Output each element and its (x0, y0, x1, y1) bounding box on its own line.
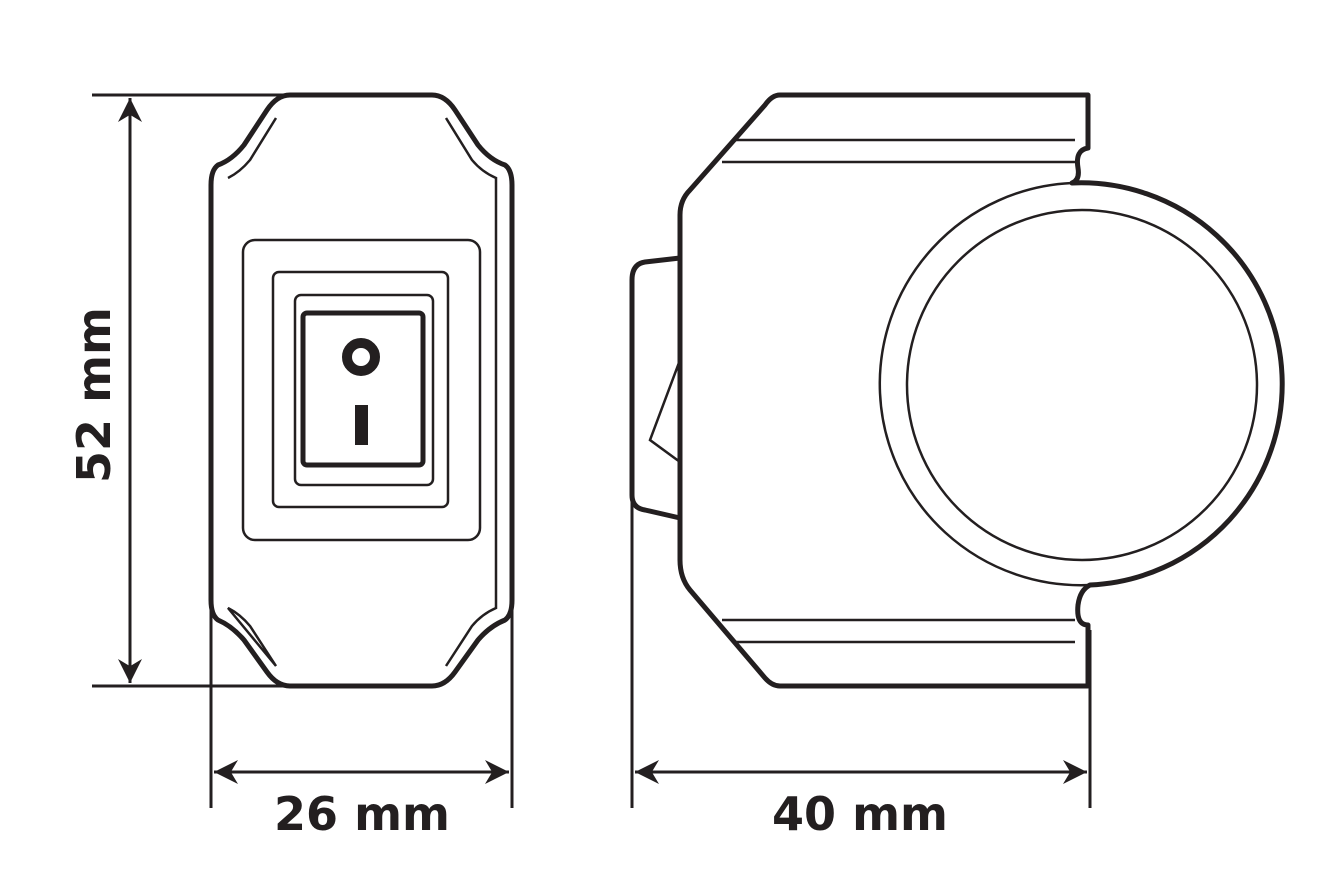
depth-label: 40 mm (772, 787, 948, 841)
width-dimension: 26 mm (209, 600, 514, 841)
width-label: 26 mm (274, 787, 450, 841)
height-dimension: 52 mm (67, 93, 290, 688)
depth-dimension: 40 mm (630, 500, 1092, 841)
height-label: 52 mm (67, 307, 121, 483)
on-symbol-icon (355, 405, 368, 445)
side-view (629, 92, 1285, 689)
off-symbol-icon (342, 338, 380, 376)
front-view (208, 92, 515, 689)
